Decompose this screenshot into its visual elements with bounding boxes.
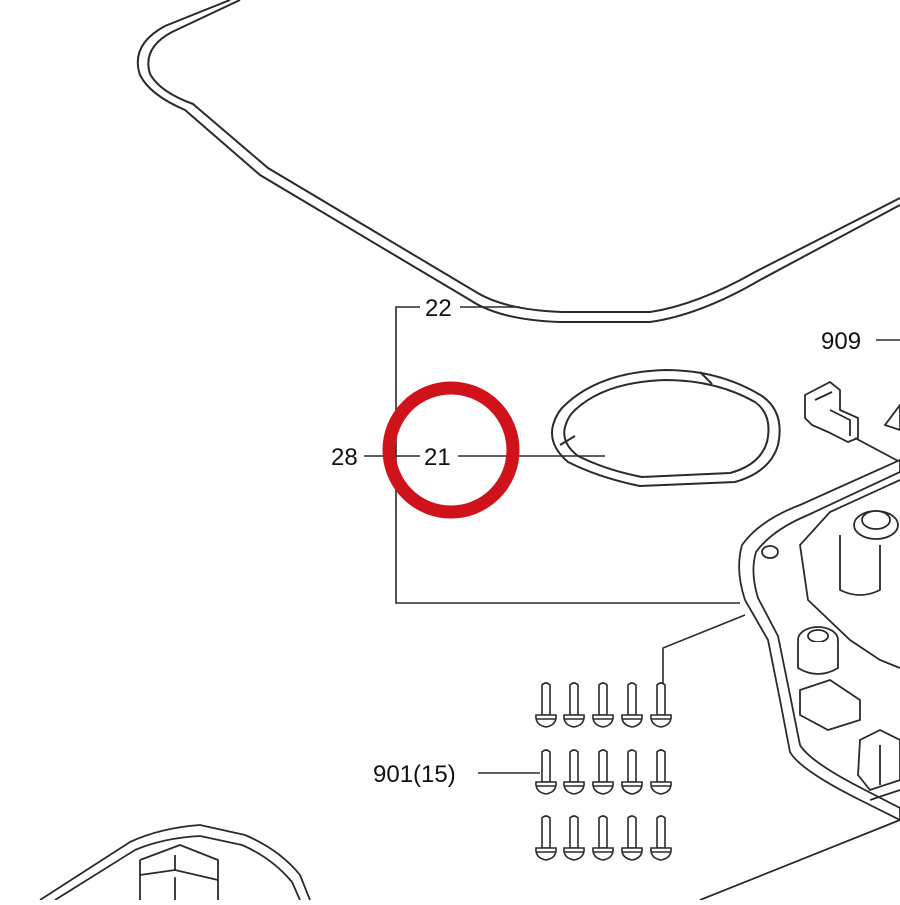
- callout-22: 22: [425, 295, 452, 322]
- callout-labels: 22 21 28 909 901(15): [331, 295, 861, 788]
- connector-909: [804, 380, 900, 463]
- callout-21: 21: [424, 444, 451, 471]
- screw: [592, 682, 614, 728]
- callout-901: 901(15): [373, 761, 456, 788]
- screw: [563, 815, 585, 861]
- screw-grid-901: [535, 682, 672, 861]
- screw: [592, 815, 614, 861]
- screw: [650, 682, 672, 728]
- bottom-left-part: [39, 824, 311, 901]
- screw: [535, 682, 557, 728]
- screw: [535, 749, 557, 795]
- bracket-line-28: [364, 306, 740, 604]
- screw: [621, 682, 643, 728]
- screw: [563, 682, 585, 728]
- housing-body: [699, 459, 900, 901]
- screw: [621, 749, 643, 795]
- leader-screw: [662, 614, 746, 700]
- large-gasket-22: [136, 0, 900, 323]
- screw: [650, 749, 672, 795]
- callout-28: 28: [331, 444, 358, 471]
- small-gasket-21: [551, 368, 781, 488]
- screw: [650, 815, 672, 861]
- screw: [535, 815, 557, 861]
- screw: [563, 749, 585, 795]
- callout-909: 909: [821, 328, 861, 355]
- screw: [592, 749, 614, 795]
- screw: [621, 815, 643, 861]
- highlight-circle: [382, 381, 520, 519]
